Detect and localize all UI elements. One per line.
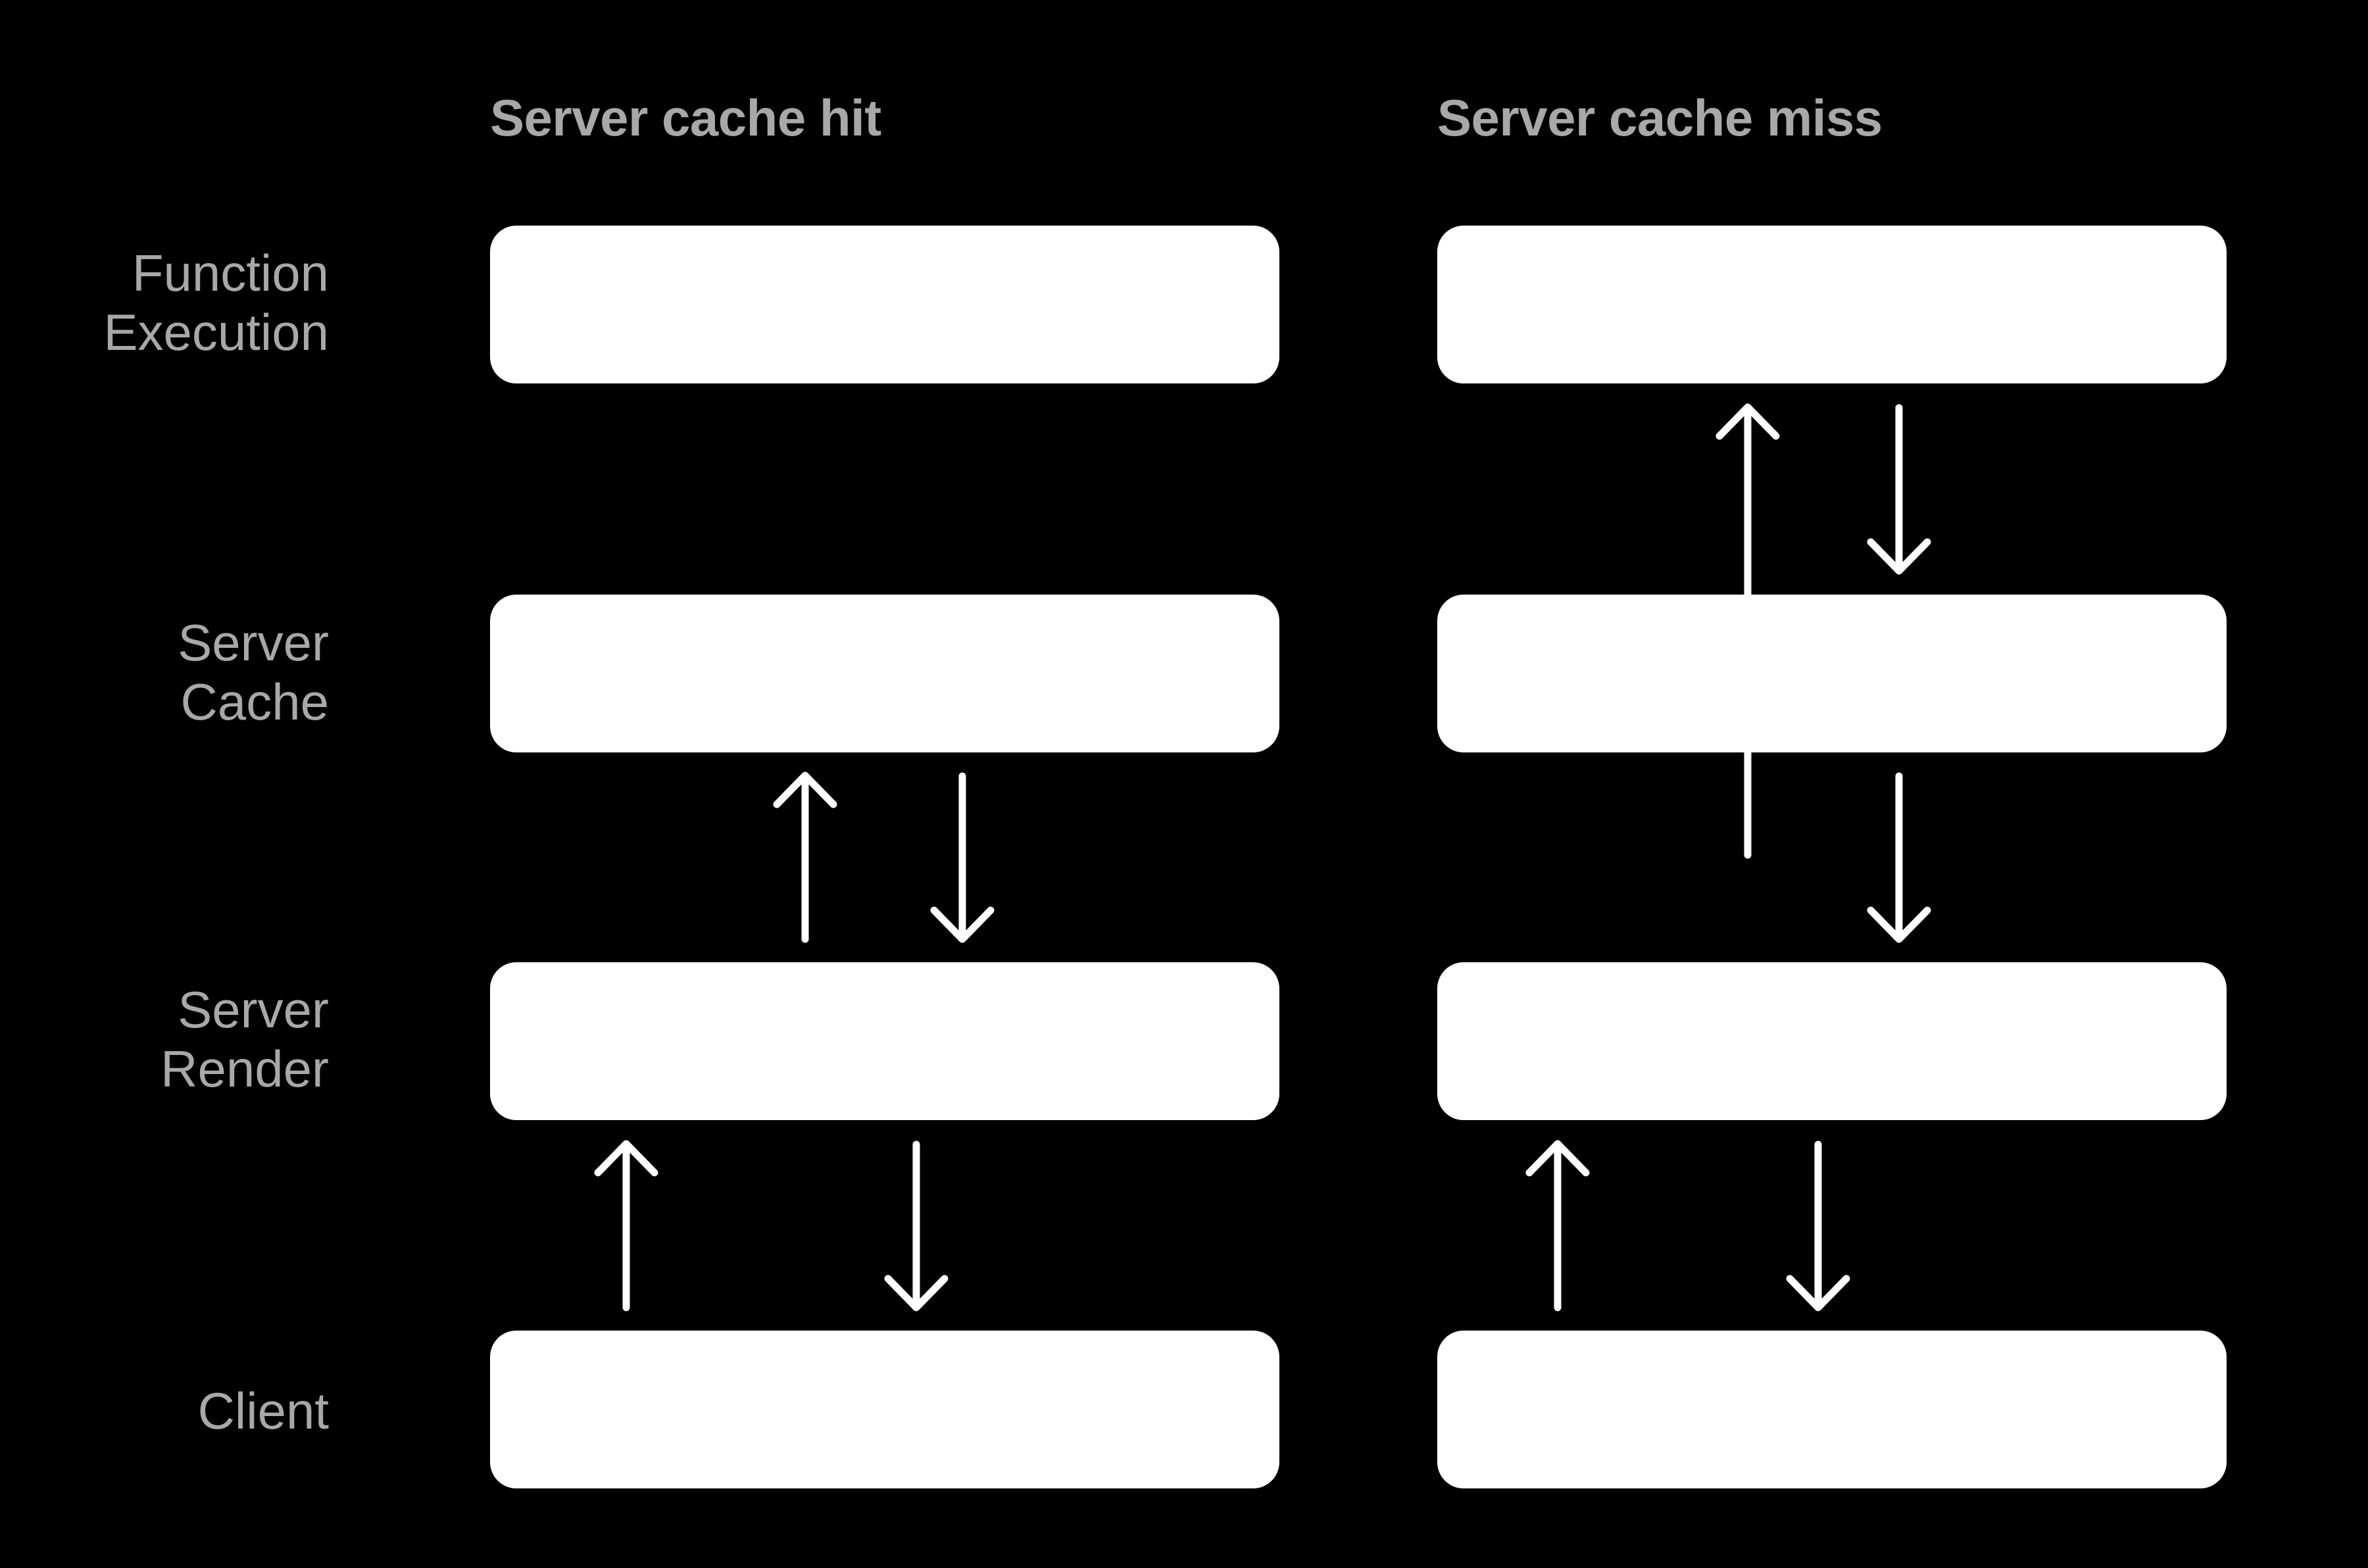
arrow-miss-function-to-cache-down [1867, 404, 1931, 575]
arrow-miss-cache-to-render-down [1867, 772, 1931, 943]
arrow-miss-client-to-render-up [1525, 1140, 1590, 1311]
row-label-server-render: Server Render [160, 981, 329, 1098]
node-hit-client[interactable] [490, 1331, 1279, 1488]
column-header-server-cache-hit: Server cache hit [490, 89, 881, 147]
node-miss-client[interactable] [1437, 1331, 2227, 1488]
node-hit-server-cache[interactable] [490, 595, 1279, 752]
arrow-miss-render-to-client-down [1786, 1140, 1850, 1311]
row-label-client: Client [197, 1382, 329, 1440]
node-miss-server-render[interactable] [1437, 962, 2227, 1120]
arrow-hit-client-to-render-up [594, 1140, 658, 1311]
arrow-hit-cache-to-render-down [930, 772, 995, 943]
row-label-function-execution: Function Execution [103, 244, 329, 362]
row-label-server-cache: Server Cache [178, 614, 329, 731]
column-header-server-cache-miss: Server cache miss [1437, 89, 1883, 147]
node-miss-function-execution[interactable] [1437, 226, 2227, 383]
node-miss-server-cache[interactable] [1437, 595, 2227, 752]
arrow-hit-render-to-cache-up [773, 772, 837, 943]
arrow-hit-render-to-client-down [884, 1140, 949, 1311]
node-hit-server-render[interactable] [490, 962, 1279, 1120]
node-hit-function-execution[interactable] [490, 226, 1279, 383]
